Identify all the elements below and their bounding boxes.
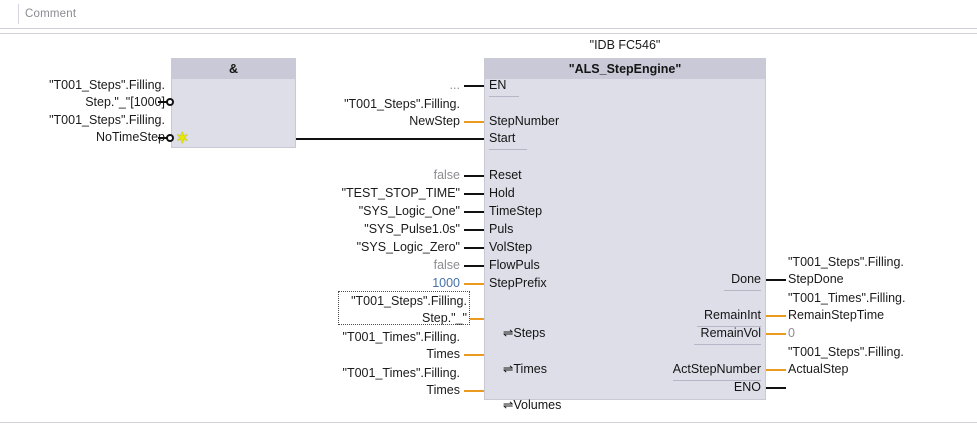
asterisk-icon: ✶	[176, 130, 189, 147]
inout-arrows-icon: ⇌	[502, 362, 514, 376]
fb-pin-Start-underline	[489, 149, 527, 150]
fb-pin-Steps[interactable]: ⇌Steps	[489, 311, 545, 354]
fb-input-EN-wire	[464, 85, 484, 87]
fb-pin-Puls[interactable]: Puls	[489, 222, 514, 236]
fb-pin-StepPrefix[interactable]: StepPrefix	[489, 276, 547, 290]
fb-pin-Times[interactable]: ⇌Times	[489, 347, 547, 390]
and-input-1-operand-line2[interactable]: NoTimeStep	[95, 130, 165, 144]
fb-input-StepNumber-wire	[464, 121, 484, 123]
fb-input-Puls-wire	[464, 229, 484, 231]
fb-output-RemainInt-operand-line1[interactable]: "T001_Times".Filling.	[788, 291, 906, 305]
and-input-0-operand-line2[interactable]: Step."_"[1000]	[85, 95, 165, 109]
fb-output-Done-wire	[766, 279, 786, 281]
fb-pin-StepNumber[interactable]: StepNumber	[489, 114, 560, 128]
fb-output-Done-operand-line2[interactable]: StepDone	[788, 272, 844, 286]
and-input-1-operand-line1[interactable]: "T001_Steps".Filling.	[49, 113, 165, 127]
fb-output-ENO-wire	[766, 387, 786, 389]
fb-pin-FlowPuls[interactable]: FlowPuls	[489, 258, 540, 272]
fb-pin-ActStepNumber-underline	[673, 380, 761, 381]
fb-input-StepNumber-operand-line2[interactable]: NewStep	[409, 114, 460, 128]
comment-bar: Comment	[0, 0, 977, 29]
fb-output-RemainInt-wire	[766, 315, 786, 317]
fb-inout-Times-wire	[464, 354, 484, 356]
fb-inout-Volumes-wire	[464, 390, 484, 392]
fb-pin-Done[interactable]: Done	[731, 272, 761, 286]
fb-inout-Volumes-operand-line2[interactable]: Times	[426, 383, 460, 397]
top-divider	[0, 33, 977, 34]
and-input-1-connector[interactable]	[166, 134, 174, 142]
and-input-1-wire	[158, 137, 168, 139]
fb-output-RemainVol-operand[interactable]: 0	[788, 326, 795, 340]
fb-inout-Steps-operand-line2[interactable]: Step."_"	[421, 311, 467, 325]
network-comment-field[interactable]: Comment	[18, 4, 968, 24]
fb-input-Puls-operand[interactable]: "SYS_Pulse1.0s"	[364, 222, 460, 236]
fb-input-FlowPuls-operand[interactable]: false	[433, 258, 460, 272]
fb-pin-Hold[interactable]: Hold	[489, 186, 515, 200]
fb-output-ActStepNumber-operand-line1[interactable]: "T001_Steps".Filling.	[788, 345, 904, 359]
fb-inout-Steps-wire	[470, 318, 484, 320]
fb-input-Hold-operand[interactable]: "TEST_STOP_TIME"	[341, 186, 460, 200]
fb-pin-ActStepNumber[interactable]: ActStepNumber	[672, 362, 761, 376]
and-output-to-start-wire	[296, 138, 484, 140]
fb-pin-TimeStep[interactable]: TimeStep	[489, 204, 543, 218]
comment-placeholder: Comment	[25, 8, 77, 20]
fb-input-TimeStep-operand[interactable]: "SYS_Logic_One"	[358, 204, 460, 218]
inout-arrows-icon: ⇌	[502, 326, 514, 340]
fb-pin-Volumes[interactable]: ⇌Volumes	[489, 383, 561, 426]
fb-input-FlowPuls-wire	[464, 265, 484, 267]
fb-input-EN-operand[interactable]: ...	[449, 78, 460, 92]
and-operator-label: &	[228, 61, 239, 76]
fb-pin-RemainVol[interactable]: RemainVol	[700, 326, 761, 340]
fb-input-Reset-operand[interactable]: false	[433, 168, 460, 182]
fb-input-TimeStep-wire	[464, 211, 484, 213]
inout-arrows-icon: ⇌	[502, 398, 514, 412]
and-input-0-connector[interactable]	[166, 98, 174, 106]
fb-output-Done-operand-line1[interactable]: "T001_Steps".Filling.	[788, 255, 904, 269]
fb-pin-Times-label: Times	[513, 362, 547, 376]
fb-input-VolStep-wire	[464, 247, 484, 249]
fb-pin-RemainInt[interactable]: RemainInt	[704, 308, 761, 322]
fb-inout-Steps-selection-box[interactable]	[338, 291, 470, 325]
fb-input-StepNumber-operand-line1[interactable]: "T001_Steps".Filling.	[344, 97, 460, 111]
fb-pin-VolStep[interactable]: VolStep	[489, 240, 533, 254]
fb-output-ActStepNumber-wire	[766, 369, 786, 371]
fb-pin-Start[interactable]: Start	[489, 131, 516, 145]
fb-input-VolStep-operand[interactable]: "SYS_Logic_Zero"	[356, 240, 460, 254]
fb-output-RemainInt-operand-line2[interactable]: RemainStepTime	[788, 308, 885, 322]
fb-pin-RemainVol-underline	[694, 344, 761, 345]
and-input-0-operand-line1[interactable]: "T001_Steps".Filling.	[49, 78, 165, 92]
fb-output-ActStepNumber-operand-line2[interactable]: ActualStep	[788, 362, 849, 376]
fb-inout-Steps-operand-line1[interactable]: "T001_Steps".Filling.	[351, 294, 467, 308]
bottom-divider	[0, 422, 977, 423]
and-block-header: &	[171, 58, 296, 79]
fb-pin-EN[interactable]: EN	[489, 78, 507, 92]
fb-pin-EN-underline	[489, 96, 519, 97]
fb-header: "ALS_StepEngine"	[484, 58, 766, 79]
fb-output-RemainVol-wire	[766, 333, 786, 335]
fb-instance-db-label: "IDB FC546"	[589, 38, 661, 52]
fb-input-Reset-wire	[464, 175, 484, 177]
fb-pin-Reset[interactable]: Reset	[489, 168, 522, 182]
fb-inout-Volumes-operand-line1[interactable]: "T001_Times".Filling.	[342, 366, 460, 380]
fb-input-StepPrefix-wire	[464, 283, 484, 285]
fb-name-label: "ALS_StepEngine"	[568, 61, 682, 76]
fb-pin-RemainInt-underline	[697, 326, 761, 327]
fb-pin-Volumes-label: Volumes	[513, 398, 562, 412]
fb-pin-Done-underline	[724, 290, 761, 291]
fb-pin-ENO[interactable]: ENO	[733, 380, 761, 394]
and-input-0-wire	[158, 101, 168, 103]
fb-input-Hold-wire	[464, 193, 484, 195]
fb-input-StepPrefix-operand[interactable]: 1000	[432, 276, 460, 290]
fb-inout-Times-operand-line2[interactable]: Times	[426, 347, 460, 361]
fb-inout-Times-operand-line1[interactable]: "T001_Times".Filling.	[342, 330, 460, 344]
fb-pin-Steps-label: Steps	[513, 326, 546, 340]
fb-body[interactable]	[484, 58, 766, 400]
